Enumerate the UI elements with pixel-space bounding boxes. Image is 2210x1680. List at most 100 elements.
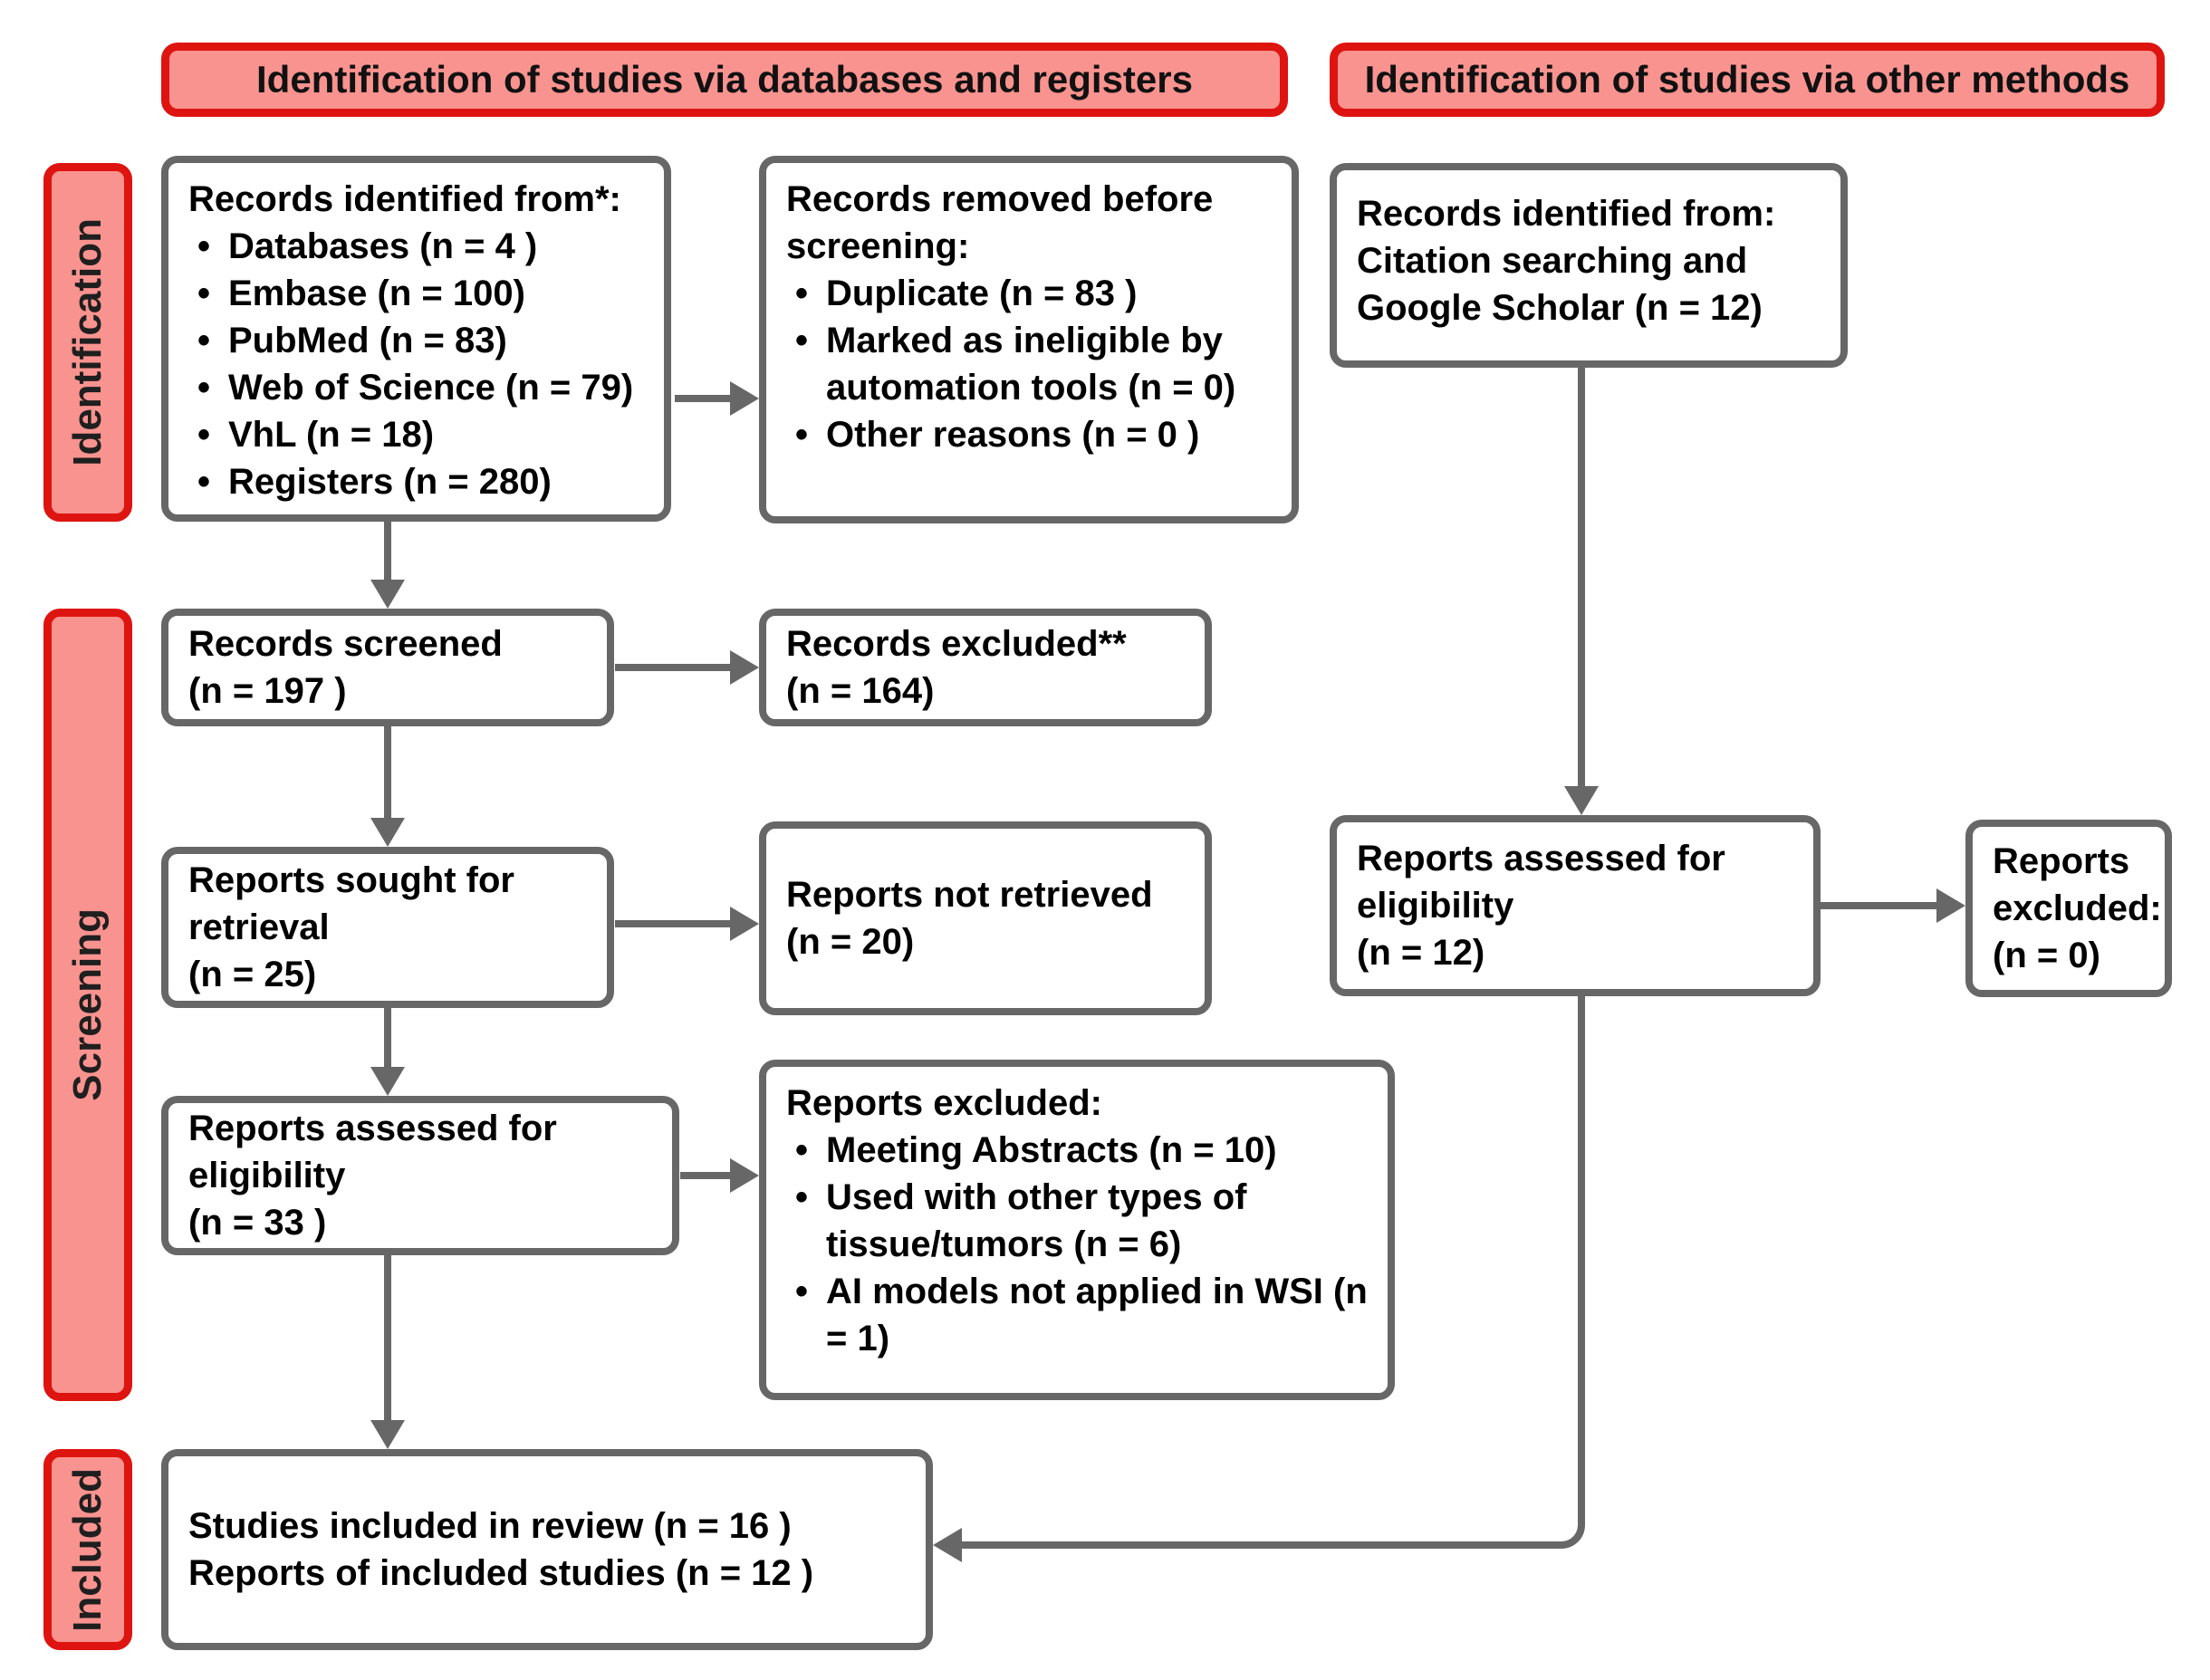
box-line: Reports assessed for	[1357, 839, 1725, 878]
box-line: (n = 25)	[188, 955, 317, 994]
bullet-item: • Web of Science (n = 79)	[188, 364, 644, 411]
bullet-item: • Registers (n = 280)	[188, 458, 644, 505]
bullet-item: • Marked as ineligible by automation too…	[786, 317, 1272, 411]
bullet-text: Embase (n = 100)	[228, 274, 525, 313]
box-line: retrieval	[188, 907, 330, 947]
bullet-item: • Other reasons (n = 0 )	[786, 411, 1272, 458]
bullet-marker: •	[795, 1130, 809, 1170]
box-line: Reports assessed for	[188, 1109, 557, 1148]
arrowhead-left-icon	[933, 1528, 962, 1562]
arrowhead-down-icon	[1564, 786, 1599, 815]
box-included-studies: Studies included in review (n = 16 ) Rep…	[161, 1449, 933, 1650]
bullet-item: • Databases (n = 4 )	[188, 223, 644, 270]
arrowhead-down-icon	[370, 1067, 405, 1096]
box-line: Records identified from:	[1357, 194, 1776, 234]
arrow-screened-to-excluded	[615, 664, 730, 671]
connector-other-assessed-to-included	[944, 996, 1585, 1549]
box-title: Reports excluded:	[786, 1083, 1102, 1123]
bullet-marker: •	[795, 321, 809, 360]
bullet-marker: •	[795, 274, 809, 313]
arrow-sought-to-not-retrieved	[615, 920, 730, 927]
bullet-text: Duplicate (n = 83 )	[826, 274, 1138, 313]
box-reports-excluded-reasons: Reports excluded: • Meeting Abstracts (n…	[759, 1060, 1395, 1400]
bullet-text: Other reasons (n = 0 )	[826, 415, 1200, 455]
bullet-item: • Used with other types of tissue/tumors…	[786, 1174, 1368, 1268]
header-databases-registers: Identification of studies via databases …	[161, 43, 1288, 117]
arrow-other-assessed-to-excluded	[1821, 902, 1936, 909]
box-records-identified: Records identified from*: • Databases (n…	[161, 156, 671, 522]
arrowhead-down-icon	[370, 818, 405, 847]
bullet-text: Web of Science (n = 79)	[228, 368, 634, 408]
bullet-text: VhL (n = 18)	[228, 415, 435, 455]
bullet-item: • Embase (n = 100)	[188, 270, 644, 317]
box-title: Records identified from*:	[188, 179, 621, 219]
box-line: (n = 164)	[786, 671, 935, 711]
arrowhead-right-icon	[1936, 888, 1965, 923]
stage-included: Included	[43, 1449, 132, 1650]
stage-label: Screening	[65, 908, 110, 1101]
box-records-screened: Records screened (n = 197 )	[161, 609, 614, 726]
box-line: Records screened	[188, 624, 503, 664]
stage-screening: Screening	[43, 609, 132, 1401]
box-line: eligibility	[188, 1156, 346, 1195]
arrowhead-right-icon	[730, 907, 759, 941]
bullet-marker: •	[197, 462, 211, 502]
box-line: Studies included in review (n = 16 )	[188, 1506, 792, 1546]
arrowhead-right-icon	[730, 1158, 759, 1193]
bullet-item: • Meeting Abstracts (n = 10)	[786, 1127, 1368, 1174]
bullet-text: Registers (n = 280)	[228, 462, 552, 502]
arrowhead-down-icon	[370, 1420, 405, 1449]
bullet-marker: •	[795, 415, 809, 455]
box-line: (n = 0)	[1993, 936, 2100, 975]
box-reports-not-retrieved: Reports not retrieved (n = 20)	[759, 821, 1212, 1015]
bullet-marker: •	[197, 415, 211, 455]
bullet-marker: •	[197, 226, 211, 266]
box-line: excluded:	[1993, 888, 2162, 928]
box-reports-assessed: Reports assessed for eligibility (n = 33…	[161, 1096, 679, 1255]
box-line: Citation searching and	[1357, 241, 1748, 281]
box-line: (n = 12)	[1357, 933, 1485, 973]
box-records-removed: Records removed before screening: • Dupl…	[759, 156, 1299, 523]
box-line: eligibility	[1357, 886, 1514, 926]
bullet-item: • PubMed (n = 83)	[188, 317, 644, 364]
arrowhead-right-icon	[730, 650, 759, 685]
box-line: (n = 33 )	[188, 1203, 327, 1243]
bullet-text: Used with other types of tissue/tumors (…	[826, 1177, 1247, 1264]
arrow-screened-to-sought	[384, 726, 391, 821]
bullet-text: Marked as ineligible by automation tools…	[826, 321, 1236, 408]
box-line: (n = 20)	[786, 922, 915, 962]
bullet-marker: •	[197, 321, 211, 360]
box-line: (n = 197 )	[188, 671, 347, 711]
arrow-sought-to-assessed	[384, 1008, 391, 1070]
stage-label: Included	[65, 1467, 110, 1632]
bullet-item: • Duplicate (n = 83 )	[786, 270, 1272, 317]
box-line: Reports not retrieved	[786, 875, 1153, 915]
bullet-text: Meeting Abstracts (n = 10)	[826, 1130, 1277, 1170]
arrow-identified-to-screened	[384, 522, 391, 585]
box-reports-assessed-other: Reports assessed for eligibility (n = 12…	[1330, 815, 1821, 996]
box-line: Reports	[1993, 841, 2130, 881]
bullet-item: • VhL (n = 18)	[188, 411, 644, 458]
box-records-excluded: Records excluded** (n = 164)	[759, 609, 1212, 726]
stage-label: Identification	[65, 218, 110, 466]
bullet-text: AI models not applied in WSI (n = 1)	[826, 1272, 1368, 1358]
arrowhead-right-icon	[730, 381, 759, 416]
arrow-assessed-to-included	[384, 1255, 391, 1424]
box-line: Reports sought for	[188, 860, 514, 900]
bullet-marker: •	[795, 1177, 809, 1217]
stage-identification: Identification	[43, 163, 132, 522]
arrow-assessed-to-excluded-reasons	[680, 1172, 730, 1179]
bullet-marker: •	[197, 274, 211, 313]
box-line: Google Scholar (n = 12)	[1357, 288, 1763, 328]
box-title: Records removed before screening:	[786, 179, 1214, 266]
bullet-marker: •	[795, 1272, 809, 1311]
bullet-marker: •	[197, 368, 211, 408]
box-line: Reports of included studies (n = 12 )	[188, 1553, 814, 1593]
header-other-methods: Identification of studies via other meth…	[1330, 43, 2165, 117]
arrow-identified-to-removed	[675, 395, 734, 402]
arrow-other-identified-to-assessed	[1578, 368, 1585, 790]
bullet-item: • AI models not applied in WSI (n = 1)	[786, 1268, 1368, 1362]
box-line: Records excluded**	[786, 624, 1127, 664]
header-label: Identification of studies via databases …	[256, 58, 1193, 101]
